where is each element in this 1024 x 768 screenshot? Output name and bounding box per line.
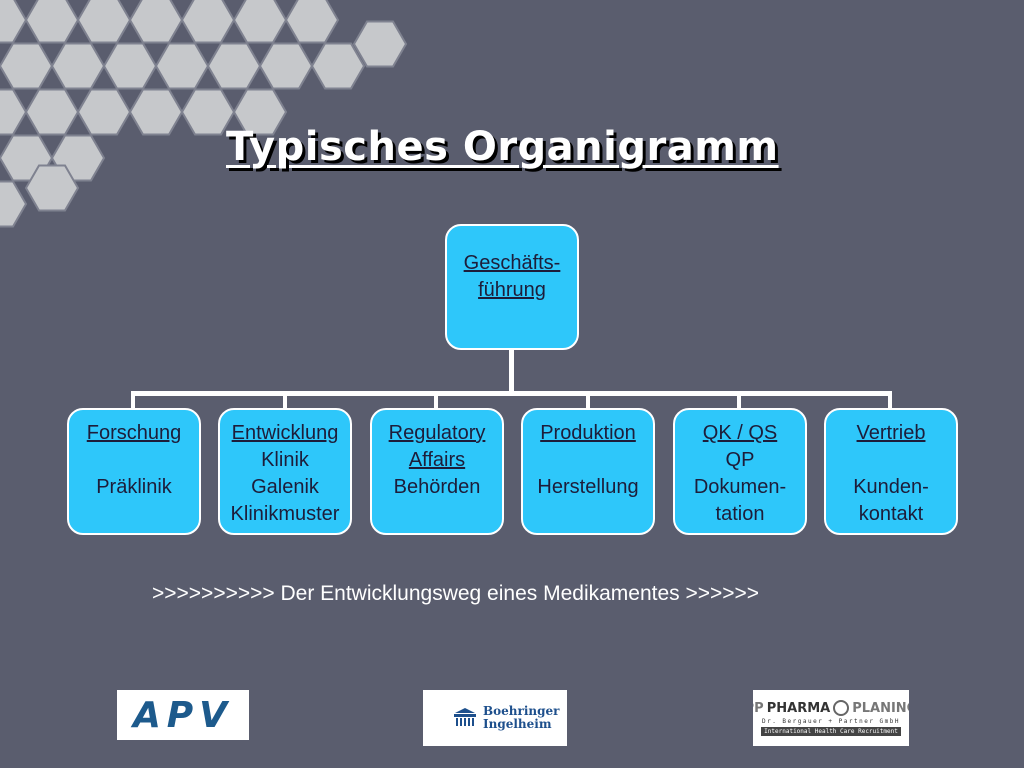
- node-label: Geschäfts-: [463, 252, 561, 274]
- hexagon-decoration: [0, 0, 28, 44]
- connector-vertical-root: [509, 350, 514, 394]
- node-title: Vertrieb: [856, 422, 926, 444]
- page-title: Typisches Organigramm: [226, 124, 779, 170]
- hexagon-decoration: [232, 88, 288, 136]
- node-line: Herstellung: [537, 476, 639, 498]
- hexagon-decoration: [24, 0, 80, 44]
- boehringer-ingelheim-logo: Boehringer Ingelheim: [423, 690, 567, 746]
- apv-logo: APV: [117, 690, 249, 740]
- planing-text: PLANING: [852, 700, 909, 716]
- hexagon-decoration: [128, 88, 184, 136]
- org-node-regulatory-affairs: Regulatory Affairs Behörden: [370, 408, 504, 535]
- pharma-subtitle: Dr. Bergauer + Partner GmbH: [761, 718, 901, 725]
- node-line: Klinik: [261, 449, 309, 471]
- node-title: Produktion: [540, 422, 636, 444]
- apv-logo-text: APV: [132, 694, 234, 736]
- node-title: Affairs: [408, 449, 466, 471]
- hexagon-decoration: [310, 42, 366, 90]
- hexagon-decoration: [232, 0, 288, 44]
- node-line: kontakt: [858, 503, 924, 525]
- hexagon-decoration: [0, 88, 28, 136]
- node-line: Behörden: [393, 476, 481, 498]
- pharma-text: PHARMA: [766, 700, 831, 716]
- boehringer-text: Boehringer: [483, 704, 560, 718]
- hexagon-decoration: [180, 0, 236, 44]
- hexagon-decoration: [206, 42, 262, 90]
- org-node-forschung: Forschung Präklinik: [67, 408, 201, 535]
- boehringer-building-icon: [454, 708, 476, 726]
- connector-horizontal: [131, 391, 891, 396]
- node-line: Dokumen-: [693, 476, 787, 498]
- org-node-produktion: Produktion Herstellung: [521, 408, 655, 535]
- hexagon-decoration: [0, 180, 28, 228]
- hexagon-decoration: [76, 88, 132, 136]
- ingelheim-text: Ingelheim: [483, 717, 552, 731]
- pp-text: PP: [753, 700, 764, 716]
- pharma-subtitle-2: International Health Care Recruitment: [761, 727, 901, 736]
- hexagon-decoration: [24, 88, 80, 136]
- development-path-caption: >>>>>>>>>> Der Entwicklungsweg eines Med…: [152, 582, 760, 605]
- org-node-vertrieb: Vertrieb Kunden- kontakt: [824, 408, 958, 535]
- hexagon-decoration: [128, 0, 184, 44]
- connector-drop-1: [131, 391, 135, 409]
- connector-drop-6: [888, 391, 892, 409]
- node-line: Präklinik: [96, 476, 172, 498]
- connector-drop-4: [586, 391, 590, 409]
- node-line: tation: [715, 503, 765, 525]
- node-title: Entwicklung: [231, 422, 339, 444]
- hexagon-decoration: [180, 88, 236, 136]
- org-node-entwicklung: Entwicklung Klinik Galenik Klinikmuster: [218, 408, 352, 535]
- hexagon-decoration: [284, 0, 340, 44]
- node-title: QK / QS: [702, 422, 778, 444]
- org-node-qk-qs: QK / QS QP Dokumen- tation: [673, 408, 807, 535]
- connector-drop-2: [283, 391, 287, 409]
- pp-pharma-planing-logo: PP PHARMA PLANING Dr. Bergauer + Partner…: [753, 690, 909, 746]
- node-title: Forschung: [86, 422, 182, 444]
- node-label: führung: [478, 279, 546, 301]
- hexagon-decoration: [352, 20, 408, 68]
- hexagon-decoration: [76, 0, 132, 44]
- hexagon-decoration: [154, 42, 210, 90]
- node-line: Klinikmuster: [230, 503, 340, 525]
- hexagon-decoration: [102, 42, 158, 90]
- node-line: Kunden-: [853, 476, 929, 498]
- hexagon-decoration: [258, 42, 314, 90]
- connector-drop-3: [434, 391, 438, 409]
- org-node-geschaeftsfuehrung: Geschäfts- führung: [445, 224, 579, 350]
- node-line: QP: [725, 449, 755, 471]
- hexagon-decoration: [50, 42, 106, 90]
- node-title: Regulatory: [388, 422, 486, 444]
- connector-drop-5: [737, 391, 741, 409]
- pharma-badge-icon: [833, 700, 850, 716]
- hexagon-decoration: [0, 42, 54, 90]
- node-line: Galenik: [251, 476, 319, 498]
- hexagon-decoration: [24, 164, 80, 212]
